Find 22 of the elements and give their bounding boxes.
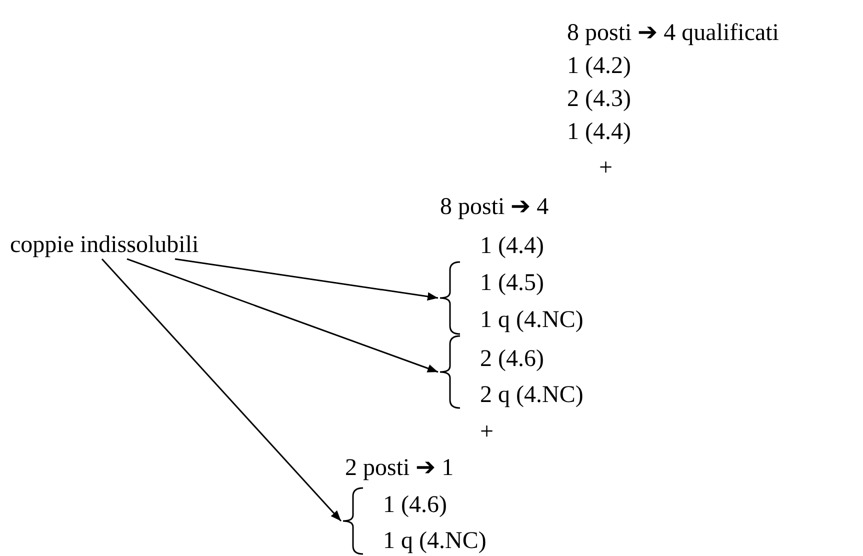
text-line: 2 posti ➔ 1 [345, 454, 454, 482]
curly-brace [439, 335, 460, 409]
text-line: 1 (4.4) [567, 118, 631, 146]
arrow [174, 258, 438, 301]
note-text: coppie indissolubili [10, 231, 199, 259]
arrow [126, 258, 438, 373]
text-line: 1 (4.5) [480, 269, 544, 297]
text-line: 1 (4.6) [383, 491, 447, 519]
text-line: 1 q (4.NC) [480, 306, 584, 334]
curly-brace [342, 487, 364, 555]
text-line: 2 (4.3) [567, 85, 631, 113]
text-line: 8 posti ➔ 4 qualificati [567, 19, 779, 47]
plus-sign: + [599, 154, 613, 182]
text-line: 1 (4.4) [480, 232, 544, 260]
text-line: 1 q (4.NC) [383, 527, 486, 555]
plus-sign: + [480, 418, 494, 446]
arrow [101, 258, 342, 522]
text-line: 8 posti ➔ 4 [440, 193, 549, 221]
text-line: 1 (4.2) [567, 52, 631, 80]
curly-brace [439, 261, 460, 335]
text-line: 2 (4.6) [480, 345, 544, 373]
text-line: 2 q (4.NC) [480, 381, 584, 409]
